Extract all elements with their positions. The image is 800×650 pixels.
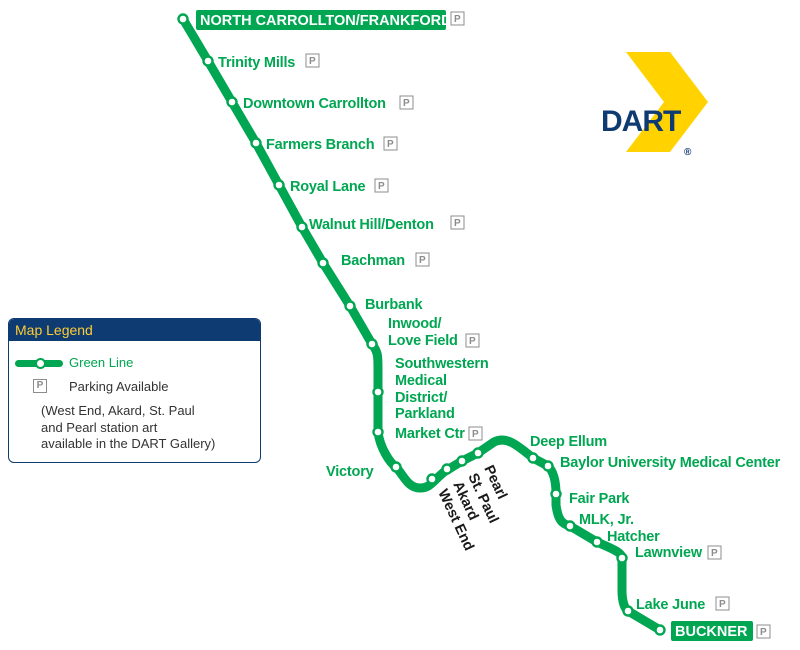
- legend-note-line: and Pearl station art: [41, 419, 158, 435]
- parking-icon: P: [468, 426, 483, 441]
- station-dot-farmers-branch[interactable]: [250, 137, 262, 149]
- parking-icon: P: [415, 252, 430, 267]
- station-label-royal-lane[interactable]: Royal Lane: [290, 179, 366, 195]
- station-label-bachman[interactable]: Bachman: [341, 253, 405, 269]
- station-label-market-ctr[interactable]: Market Ctr: [395, 426, 465, 442]
- svg-text:P: P: [711, 548, 718, 559]
- dart-logo-chevron: [626, 52, 708, 152]
- dart-logo: DART ®: [601, 52, 708, 158]
- parking-icon: P: [707, 545, 722, 560]
- station-label-mlk[interactable]: MLK, Jr.: [579, 512, 634, 528]
- legend-title: Map Legend: [9, 319, 260, 341]
- station-label-victory[interactable]: Victory: [326, 464, 374, 480]
- legend-note: (West End, Akard, St. Paul and Pearl sta…: [41, 403, 256, 453]
- station-dot-lake-june[interactable]: [622, 605, 634, 617]
- parking-icon: P: [715, 596, 730, 611]
- legend-parking-row: P Parking Available: [33, 379, 253, 395]
- station-dot-hatcher[interactable]: [591, 536, 603, 548]
- parking-icon: P: [756, 624, 771, 639]
- station-label-baylor[interactable]: Baylor University Medical Center: [560, 455, 781, 471]
- svg-text:P: P: [719, 599, 726, 610]
- legend-note-line: (West End, Akard, St. Paul: [41, 403, 195, 418]
- station-dot-burbank[interactable]: [344, 300, 356, 312]
- svg-text:P: P: [472, 429, 479, 440]
- parking-icon: P: [450, 215, 465, 230]
- station-dot-mlk[interactable]: [564, 520, 576, 532]
- svg-text:P: P: [419, 255, 426, 266]
- station-dot-north-carrollton[interactable]: [177, 13, 189, 25]
- svg-text:P: P: [760, 627, 767, 638]
- station-label-downtown-carrollton[interactable]: Downtown Carrollton: [243, 96, 386, 112]
- station-label-swmed-line4[interactable]: Parkland: [395, 406, 455, 422]
- station-dot-victory[interactable]: [390, 461, 402, 473]
- station-label-farmers-branch[interactable]: Farmers Branch: [266, 137, 375, 153]
- station-label-trinity-mills[interactable]: Trinity Mills: [218, 55, 295, 71]
- station-dot-pearl[interactable]: [472, 447, 484, 459]
- station-label-walnut-hill[interactable]: Walnut Hill/Denton: [309, 217, 434, 233]
- station-label-lake-june[interactable]: Lake June: [636, 597, 705, 613]
- station-dot-walnut-hill[interactable]: [296, 221, 308, 233]
- station-dot-market-ctr[interactable]: [372, 426, 384, 438]
- station-dot-baylor[interactable]: [542, 460, 554, 472]
- station-dot-southwestern-medical[interactable]: [372, 386, 384, 398]
- svg-text:P: P: [454, 14, 461, 25]
- svg-text:P: P: [387, 139, 394, 150]
- parking-icon: P: [399, 95, 414, 110]
- station-label-lawnview[interactable]: Lawnview: [635, 545, 703, 561]
- station-label-swmed-line1[interactable]: Southwestern: [395, 356, 489, 372]
- station-dot-bachman[interactable]: [317, 257, 329, 269]
- station-dot-buckner[interactable]: [654, 624, 666, 636]
- svg-text:P: P: [469, 336, 476, 347]
- station-dot-fair-park[interactable]: [550, 488, 562, 500]
- parking-icon: P: [450, 11, 465, 26]
- station-label-buckner[interactable]: BUCKNER: [675, 624, 748, 640]
- map-legend: Map Legend Green Line P Parking Availabl…: [8, 318, 261, 463]
- dart-logo-registered: ®: [684, 147, 692, 158]
- station-dot-lawnview[interactable]: [616, 552, 628, 564]
- station-label-hatcher[interactable]: Hatcher: [607, 529, 660, 545]
- station-dot-inwood[interactable]: [366, 338, 378, 350]
- parking-icon: P: [465, 333, 480, 348]
- green-line-route: [178, 14, 665, 635]
- parking-icon: P: [305, 53, 320, 68]
- parking-icon: P: [383, 136, 398, 151]
- station-dot-trinity-mills[interactable]: [202, 55, 214, 67]
- station-label-burbank[interactable]: Burbank: [365, 297, 424, 313]
- station-label-north-carrollton[interactable]: NORTH CARROLLTON/FRANKFORD: [200, 13, 452, 29]
- station-dot-st-paul[interactable]: [456, 455, 468, 467]
- legend-line-row: Green Line: [15, 355, 255, 371]
- station-label-swmed-line2[interactable]: Medical: [395, 373, 447, 389]
- station-label-inwood-line2[interactable]: Love Field: [388, 333, 458, 349]
- station-label-swmed-line3[interactable]: District/: [395, 390, 448, 406]
- station-dot-akard[interactable]: [441, 463, 453, 475]
- station-dot-west-end[interactable]: [426, 473, 438, 485]
- dart-logo-text: DART: [601, 105, 681, 138]
- station-dot-royal-lane[interactable]: [273, 179, 285, 191]
- legend-station-dot: [35, 358, 46, 369]
- svg-text:P: P: [309, 56, 316, 67]
- legend-parking-label: Parking Available: [69, 379, 169, 394]
- svg-text:P: P: [378, 181, 385, 192]
- station-label-deep-ellum[interactable]: Deep Ellum: [530, 434, 607, 450]
- terminal-box-buckner: [671, 621, 753, 641]
- parking-icons: P P P P P P P P P P P P: [305, 11, 771, 639]
- legend-line-label: Green Line: [69, 355, 134, 370]
- legend-note-line: available in the DART Gallery): [41, 436, 216, 451]
- legend-parking-icon: P: [33, 379, 47, 393]
- svg-text:P: P: [454, 218, 461, 229]
- svg-text:P: P: [403, 98, 410, 109]
- station-dot-deep-ellum[interactable]: [527, 452, 539, 464]
- station-label-inwood-line1[interactable]: Inwood/: [388, 316, 442, 332]
- station-label-fair-park[interactable]: Fair Park: [569, 491, 631, 507]
- station-dot-downtown-carrollton[interactable]: [226, 96, 238, 108]
- parking-icon: P: [374, 178, 389, 193]
- terminal-box-north-carrollton: [196, 10, 446, 30]
